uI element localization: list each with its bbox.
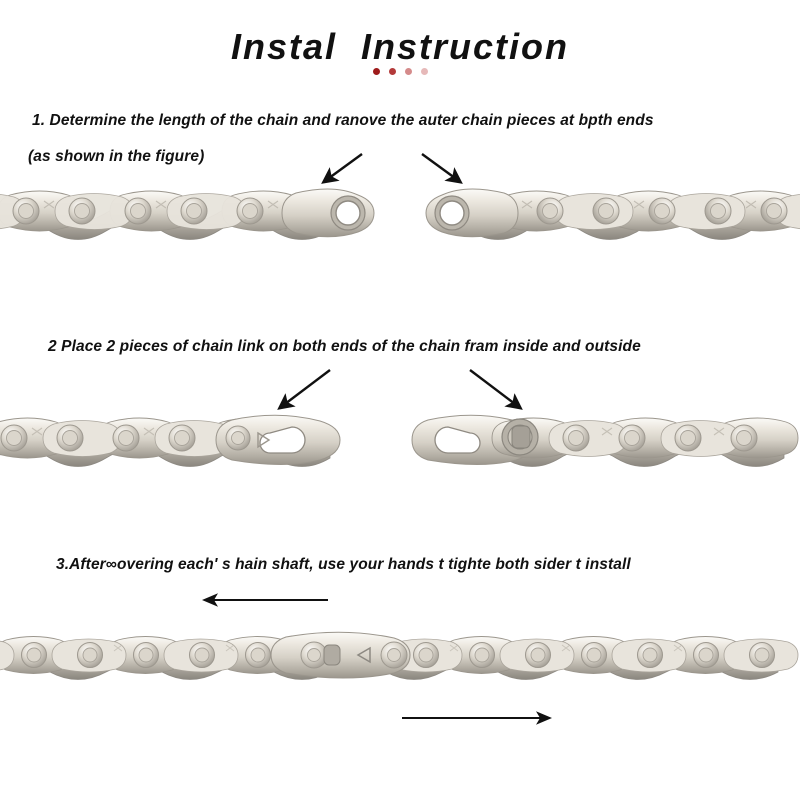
arrow-step2-right (468, 368, 528, 416)
step-1-text-line-1: 1. Determine the length of the chain and… (32, 112, 654, 129)
page-title: Instal Instruction (230, 26, 570, 67)
arrow-step2-left (272, 368, 332, 416)
step-3-text: 3.After∞overing each' s hain shaft, use … (56, 556, 631, 573)
title-dot-decoration (0, 68, 800, 75)
arrow-step1-left (318, 152, 364, 188)
chain-image-step3 (0, 620, 800, 690)
arrow-step3-top (196, 592, 330, 608)
chain-image-step1-left (0, 173, 392, 249)
chain-image-step2-right (408, 400, 800, 476)
arrow-step1-right (420, 152, 466, 188)
arrow-step3-bottom (400, 710, 558, 726)
chain-image-step1-right (408, 173, 800, 249)
chain-image-step1 (0, 173, 800, 249)
dot-2 (388, 68, 396, 75)
step-1-text-line-2: (as shown in the figure) (28, 148, 205, 165)
chain-image-step2 (0, 400, 800, 476)
dot-4 (420, 68, 428, 75)
chain-image-step2-left (0, 400, 372, 476)
step-2-text: 2 Place 2 pieces of chain link on both e… (48, 338, 641, 355)
dot-3 (404, 68, 412, 75)
dot-1 (372, 68, 380, 75)
